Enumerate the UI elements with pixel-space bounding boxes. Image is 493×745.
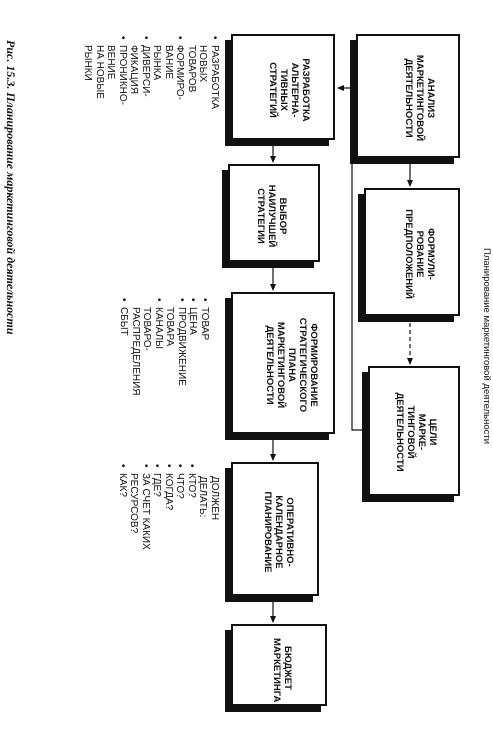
box-best-strategy: Выбор наилучшей стратегии [228, 164, 320, 262]
operational-plan-header: Должен делать: [197, 476, 221, 521]
box-goals: Цели марке- тинговой деятельности [368, 366, 460, 496]
list-item: •За счет каких ресурсов? [128, 464, 152, 550]
box-operational-plan-label: Оперативно- календарное планирование [262, 491, 295, 573]
list-item: •Как? [117, 464, 128, 497]
box-budget: Бюджет маркетинга [231, 624, 327, 706]
list-item: •Где? [151, 464, 163, 497]
list-item: •Продвижение товара [164, 298, 188, 386]
list-item: •Что? [174, 464, 186, 499]
list-item: •Каналы товаро- распределения [130, 298, 164, 396]
list-item: •Проникно- вение на новые рынки [82, 36, 129, 105]
box-analysis: Анализ маркетинговой деятельности [356, 34, 460, 158]
figure-caption: Рис. 15.3. Планирование маркетинговой де… [4, 40, 18, 335]
list-item: •Цена [187, 298, 199, 335]
box-alternatives-label: Разработка альтерна- тивных стратегий [267, 58, 311, 122]
box-analysis-label: Анализ маркетинговой деятельности [403, 54, 436, 142]
box-best-strategy-label: Выбор наилучшей стратегии [255, 184, 288, 248]
list-item: •Разработка новых товаров [186, 36, 220, 110]
list-alternative-strategies: •Разработка новых товаров •Формиро- вани… [82, 36, 221, 156]
list-item: •Кто? [186, 464, 197, 498]
box-operational-plan: Оперативно- календарное планирование [231, 462, 319, 596]
list-item: •Товар [199, 298, 210, 341]
list-item: •Когда? [163, 464, 174, 511]
header-title: Планирование маркетинговой деятельности [481, 248, 492, 445]
arrow-goals-to-alternatives [337, 85, 368, 431]
list-item: •Формиро- вание рынка [151, 36, 186, 101]
list-item: •Диверси- фикация [128, 36, 152, 97]
box-strategic-plan: Формирование стратегического плана марке… [231, 292, 335, 434]
box-alternatives: Разработка альтерна- тивных стратегий [231, 34, 335, 140]
list-item: •Сбыт [118, 298, 130, 336]
box-assumptions-label: Формули- рование предположений [403, 209, 436, 299]
box-goals-label: Цели марке- тинговой деятельности [394, 392, 438, 472]
box-strategic-plan-label: Формирование стратегического плана марке… [264, 317, 319, 413]
box-budget-label: Бюджет маркетинга [271, 638, 293, 703]
list-operational-plan: Должен делать: •Кто? •Что? •Когда? •Где?… [117, 464, 221, 604]
list-strategic-plan: •Товар •Цена •Продвижение товара •Каналы… [118, 298, 211, 438]
box-assumptions: Формули- рование предположений [364, 188, 460, 316]
